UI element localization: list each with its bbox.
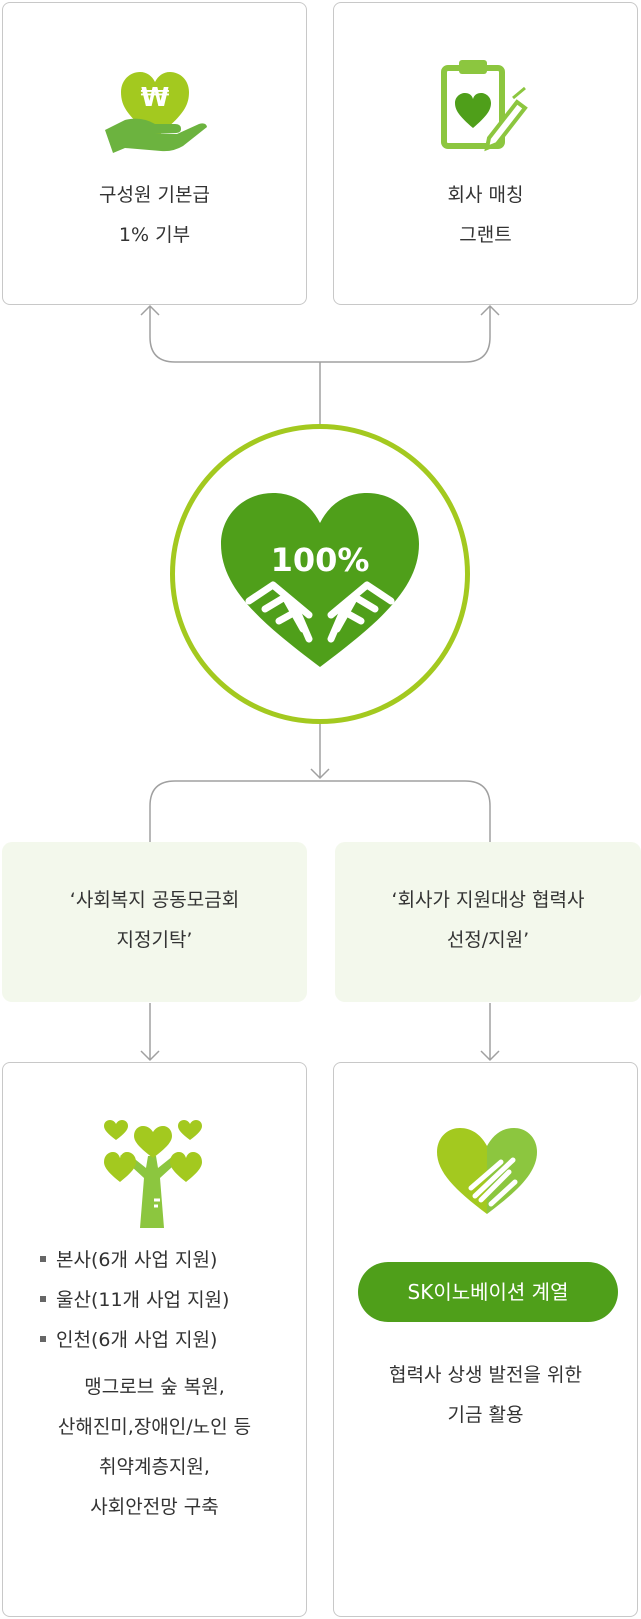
partner-selection-panel: ‘회사가 지원대상 협력사 선정/지원’ <box>335 842 641 1002</box>
matching-grant-box: 회사 매칭 그랜트 <box>333 2 638 305</box>
matching-grant-line-1: 회사 매칭 <box>447 184 524 206</box>
employee-donation-line-1: 구성원 기본급 <box>99 184 210 206</box>
designated-donation-line-1: ‘사회복지 공동모금회 <box>69 889 240 911</box>
partner-selection-line-1: ‘회사가 지원대상 협력사 <box>391 889 585 911</box>
employee-donation-line-2: 1% 기부 <box>118 224 191 246</box>
svg-text:₩: ₩ <box>141 83 170 113</box>
welfare-desc-line-2: 산해진미,장애인/노인 등 <box>57 1416 252 1438</box>
heart-tree-icon <box>104 1120 202 1228</box>
clipboard-heart-pen-icon <box>441 60 528 152</box>
heart-handshake-icon <box>437 1128 537 1214</box>
employee-donation-box: ₩ 구성원 기본급 1% 기부 <box>2 2 307 305</box>
heart-won-hand-icon: ₩ <box>105 72 207 153</box>
bullet-square-icon <box>40 1335 46 1342</box>
sk-innovation-group-badge: SK이노베이션 계열 <box>358 1262 618 1322</box>
bullet-square-icon <box>40 1295 46 1302</box>
welfare-desc-line-3: 취약계층지원, <box>99 1456 210 1478</box>
designated-donation-line-2: 지정기탁’ <box>116 929 193 951</box>
welfare-desc-line-4: 사회안전망 구축 <box>90 1496 219 1518</box>
list-item: 울산(11개 사업 지원) <box>40 1280 229 1320</box>
list-item: 인천(6개 사업 지원) <box>40 1320 229 1360</box>
matching-grant-line-2: 그랜트 <box>459 224 512 246</box>
welfare-desc-line-1: 맹그로브 숲 복원, <box>84 1376 225 1398</box>
list-item: 본사(6개 사업 지원) <box>40 1240 229 1280</box>
center-percentage: 100% <box>271 541 370 579</box>
partner-fund-line-1: 협력사 상생 발전을 위한 <box>389 1364 582 1386</box>
center-circle: 100% <box>170 424 470 724</box>
partner-fund-line-2: 기금 활용 <box>447 1404 524 1426</box>
bullet-square-icon <box>40 1255 46 1262</box>
partner-selection-line-2: 선정/지원’ <box>446 929 530 951</box>
welfare-bullet-list: 본사(6개 사업 지원) 울산(11개 사업 지원) 인천(6개 사업 지원) <box>40 1240 229 1360</box>
heart-hands-icon: 100% <box>221 493 419 667</box>
designated-donation-panel: ‘사회복지 공동모금회 지정기탁’ <box>2 842 307 1002</box>
